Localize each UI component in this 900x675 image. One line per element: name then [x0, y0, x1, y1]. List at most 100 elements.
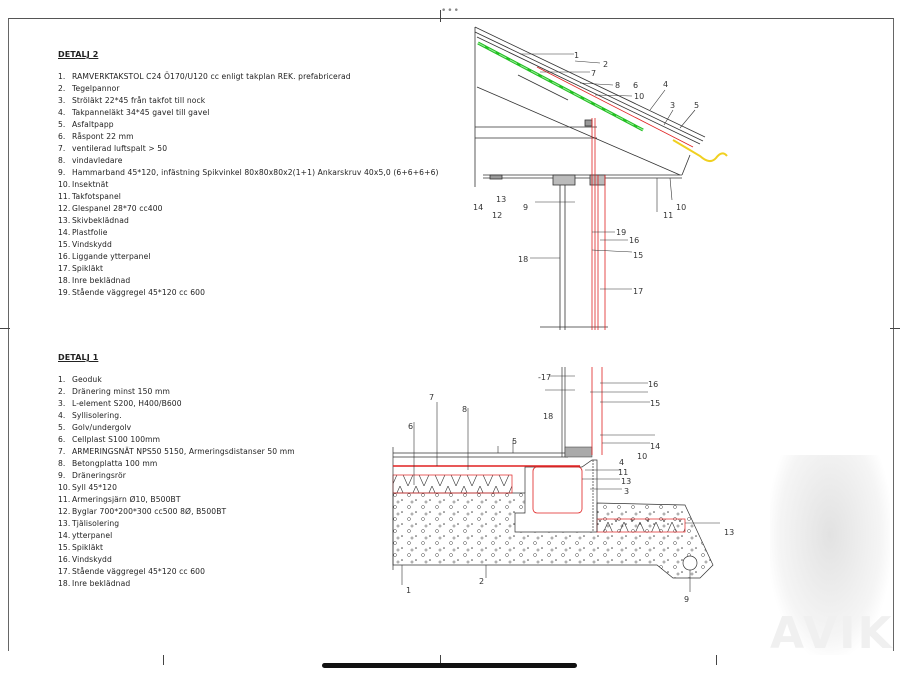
- legend-item-text: Glespanel 28*70 cc400: [72, 204, 163, 213]
- legend-item: 9.Hammarband 45*120, infästning Spikvink…: [58, 167, 439, 179]
- legend-item-text: L-element S200, H400/B600: [72, 399, 182, 408]
- callout-label: 5: [694, 101, 699, 110]
- legend-item-text: Golv/undergolv: [72, 423, 132, 432]
- legend-item-number: 9.: [58, 471, 66, 480]
- legend-item-text: ARMERINGSNÄT NPS50 5150, Armeringsdistan…: [72, 447, 295, 456]
- legend-item-text: vindavledare: [72, 156, 123, 165]
- legend-item: 5. Asfaltpapp: [58, 119, 439, 131]
- legend-item-text: Geoduk: [72, 375, 102, 384]
- legend-item-number: 1.: [58, 72, 66, 81]
- legend-item-text: Råspont 22 mm: [72, 132, 134, 141]
- legend-item-number: 3.: [58, 96, 66, 105]
- callout-label: 13: [621, 477, 631, 486]
- legend-item: 4. Takpanneläkt 34*45 gavel till gavel: [58, 107, 439, 119]
- detail2-callouts: 1 2 7 8 6 10 4 3 5 14 13 12 9 11 10 19 1…: [473, 51, 699, 296]
- legend-item: 12.Glespanel 28*70 cc400: [58, 203, 439, 215]
- callout-label: 17: [633, 287, 643, 296]
- frame-tick-right: [890, 328, 900, 329]
- callout-label: 13: [724, 528, 734, 537]
- callout-label: 6: [408, 422, 413, 431]
- legend-item: 9. Dräneringsrör: [58, 470, 295, 482]
- legend-item-number: 11.: [58, 192, 71, 201]
- legend-item-text: Takpanneläkt 34*45 gavel till gavel: [72, 108, 210, 117]
- frame-tick-left: [0, 328, 10, 329]
- legend-item-number: 15.: [58, 240, 71, 249]
- legend-item-text: Liggande ytterpanel: [72, 252, 151, 261]
- legend-item-number: 6.: [58, 435, 66, 444]
- frame-tick-bottom: [163, 655, 164, 665]
- legend-item-text: Vindskydd: [72, 555, 112, 564]
- callout-label: 10: [676, 203, 686, 212]
- legend-item-number: 16.: [58, 555, 71, 564]
- watermark-blur: [770, 455, 890, 655]
- legend-item-text: ventilerad luftspalt > 50: [72, 144, 168, 153]
- legend-item-text: Dräneringsrör: [72, 471, 126, 480]
- legend-item-number: 10.: [58, 483, 71, 492]
- callout-label: 6: [633, 81, 638, 90]
- callout-label: 1: [406, 586, 411, 595]
- callout-label: 7: [591, 69, 596, 78]
- legend-item-text: RAMVERKTAKSTOL C24 Ö170/U120 cc enligt t…: [72, 72, 351, 81]
- legend-item-number: 4.: [58, 108, 66, 117]
- callout-label: 14: [650, 442, 660, 451]
- callout-label: 9: [523, 203, 528, 212]
- legend-item: 15.Vindskydd: [58, 239, 439, 251]
- legend-item-number: 8.: [58, 156, 66, 165]
- legend-item: 16.Vindskydd: [58, 554, 295, 566]
- more-dots-icon[interactable]: •••: [441, 6, 460, 16]
- legend-item-number: 5.: [58, 120, 66, 129]
- legend-item: 8. vindavledare: [58, 155, 439, 167]
- callout-label: 4: [619, 458, 624, 467]
- legend-item: 14.ytterpanel: [58, 530, 295, 542]
- legend-item: 18.Inre beklädnad: [58, 578, 295, 590]
- legend-item-text: Skivbeklädnad: [72, 216, 129, 225]
- callout-label: 15: [650, 399, 660, 408]
- legend-item-text: ytterpanel: [72, 531, 113, 540]
- legend-item-number: 2.: [58, 84, 66, 93]
- legend-item: 11.Armeringsjärn Ø10, B500BT: [58, 494, 295, 506]
- legend-item-number: 17.: [58, 264, 71, 273]
- callout-label: 5: [512, 437, 517, 446]
- frame-tick-bottom: [716, 655, 717, 665]
- legend-item: 1.Geoduk: [58, 374, 295, 386]
- legend-item-number: 18.: [58, 276, 71, 285]
- legend-item-text: Betongplatta 100 mm: [72, 459, 158, 468]
- legend-item-number: 2.: [58, 387, 66, 396]
- legend-item-text: Takfotspanel: [72, 192, 121, 201]
- legend-item: 2.Dränering minst 150 mm: [58, 386, 295, 398]
- legend-item-number: 17.: [58, 567, 71, 576]
- callout-label: 4: [663, 80, 668, 89]
- home-indicator[interactable]: [322, 663, 577, 668]
- legend-item-text: Asfaltpapp: [72, 120, 114, 129]
- legend-item-text: Byglar 700*200*300 cc500 8Ø, B500BT: [72, 507, 227, 516]
- callout-label: 8: [462, 405, 467, 414]
- legend-item: 11.Takfotspanel: [58, 191, 439, 203]
- legend-item: 4.Syllisolering.: [58, 410, 295, 422]
- frame-tick-top: [440, 10, 441, 22]
- legend-item-number: 8.: [58, 459, 66, 468]
- frame-tick-bottom: [440, 655, 441, 665]
- legend-item: 2.Tegelpannor: [58, 83, 439, 95]
- legend-item: 13.Tjälisolering: [58, 518, 295, 530]
- legend-item: 5.Golv/undergolv: [58, 422, 295, 434]
- legend-item-text: Tjälisolering: [72, 519, 120, 528]
- callout-label: 11: [618, 468, 628, 477]
- callout-label: 12: [492, 211, 502, 220]
- callout-label: 3: [624, 487, 629, 496]
- legend-item: 10.Insektnät: [58, 179, 439, 191]
- callout-label: 14: [473, 203, 483, 212]
- legend-item-number: 6.: [58, 132, 66, 141]
- legend-item: 7.ARMERINGSNÄT NPS50 5150, Armeringsdist…: [58, 446, 295, 458]
- legend-item-text: Syll 45*120: [72, 483, 118, 492]
- legend-item: 17.Spikläkt: [58, 263, 439, 275]
- callout-label: -17: [538, 373, 551, 382]
- callout-label: 7: [429, 393, 434, 402]
- legend-item: 1. RAMVERKTAKSTOL C24 Ö170/U120 cc enligt…: [58, 71, 439, 83]
- detail1-title: DETALJ 1: [58, 353, 99, 362]
- legend-item: 7.ventilerad luftspalt > 50: [58, 143, 439, 155]
- legend-item-text: Spikläkt: [72, 543, 104, 552]
- legend-item-text: Inre beklädnad: [72, 579, 131, 588]
- callout-label: 2: [603, 60, 608, 69]
